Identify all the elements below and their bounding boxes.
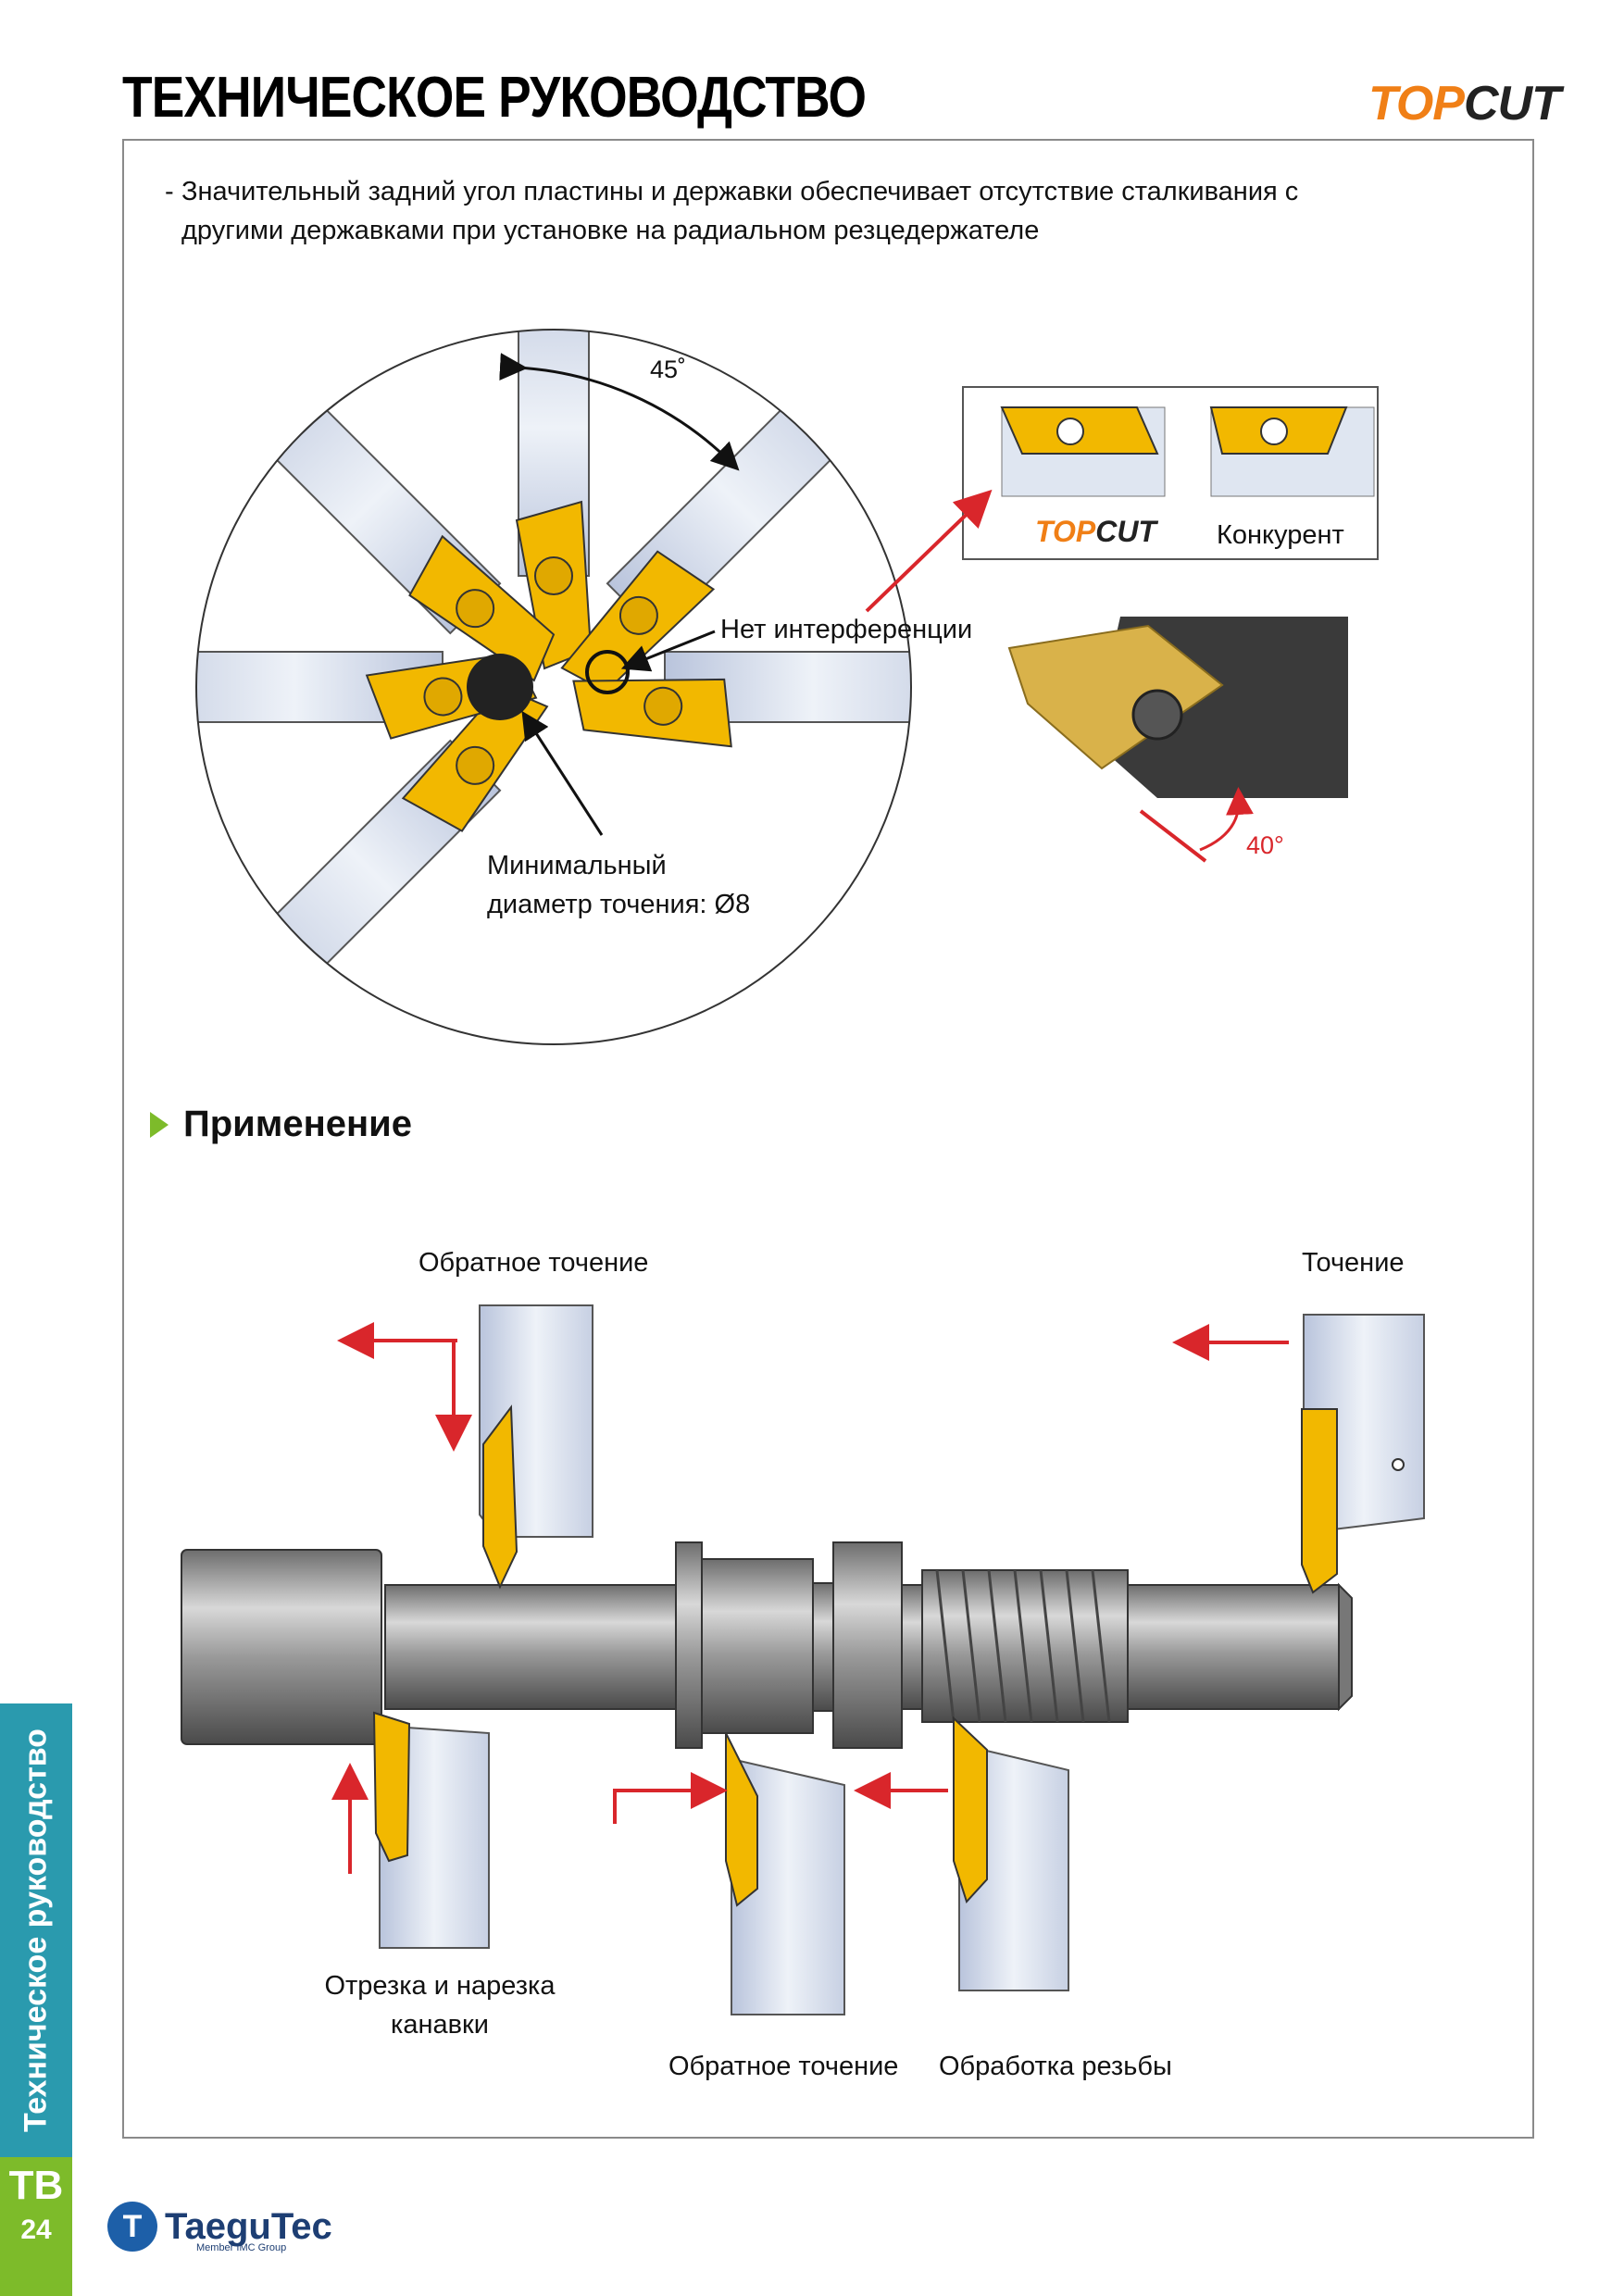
angle-40-label: 40° xyxy=(1246,831,1284,859)
turning-label: Точение xyxy=(1302,1248,1405,1278)
tool-threading xyxy=(854,1716,1069,1991)
sidebar-tab-text: Техническое руководство xyxy=(18,1728,54,2132)
tool-turning xyxy=(1172,1314,1425,1594)
back-turning-bottom-label: Обратное точение xyxy=(668,2052,899,2081)
compare-logo-cut: CUT xyxy=(1095,515,1156,548)
topcut-logo: TOPCUT xyxy=(1368,76,1561,131)
taegutec-mark-icon: T xyxy=(107,2202,157,2252)
parting-line-1: Отрезка и нарезка xyxy=(324,1971,556,2001)
taegutec-logo: T TaeguTec Member IMC Group xyxy=(107,2202,332,2253)
tool-parting xyxy=(331,1711,490,1949)
insert-comparison xyxy=(865,386,1379,613)
min-diameter-line-2: диаметр точения: Ø8 xyxy=(487,890,751,919)
section-heading: Применение xyxy=(150,1104,412,1145)
holder-photo xyxy=(1007,617,1348,863)
turret-diagram xyxy=(195,329,912,1045)
logo-part-top: TOP xyxy=(1368,77,1465,131)
threading-label: Обработка резьбы xyxy=(939,2052,1172,2081)
content-frame xyxy=(122,139,1534,2139)
parting-label: Отрезка и нарезка канавки xyxy=(306,1966,574,2044)
company-tagline: Member IMC Group xyxy=(196,2242,287,2253)
page-number: 24 xyxy=(20,2215,52,2245)
compare-logo-top: TOP xyxy=(1035,515,1096,548)
min-diameter-line-1: Минимальный xyxy=(487,851,667,880)
no-interference-label: Нет интерференции xyxy=(720,615,973,644)
tool-back-turning-bottom xyxy=(613,1732,845,2015)
intro-text: -Значительный задний угол пластины и дер… xyxy=(165,172,1461,250)
tool-back-turning-top xyxy=(337,1304,593,1590)
company-name: TaeguTec xyxy=(165,2205,332,2247)
min-diameter-label: Минимальный диаметр точения: Ø8 xyxy=(487,846,750,924)
triangle-bullet-icon xyxy=(150,1111,169,1138)
intro-line-2: другими державками при установке на ради… xyxy=(181,216,1040,245)
page-code-box: TB 24 xyxy=(0,2157,72,2296)
section-heading-text: Применение xyxy=(183,1104,413,1144)
parting-line-2: канавки xyxy=(391,2010,489,2040)
logo-part-cut: CUT xyxy=(1463,77,1561,131)
page-title: ТЕХНИЧЕСКОЕ РУКОВОДСТВО xyxy=(122,66,867,130)
intro-line-1: Значительный задний угол пластины и держ… xyxy=(181,177,1299,206)
sidebar-tab xyxy=(0,1703,72,2157)
bullet-dash: - xyxy=(165,177,174,206)
compare-topcut-logo: TOPCUT xyxy=(1035,515,1156,549)
page-code: TB xyxy=(8,2163,64,2208)
competitor-label: Конкурент xyxy=(1217,520,1344,550)
angle-45-label: 45˚ xyxy=(650,356,687,383)
workpiece xyxy=(181,1541,1353,1749)
back-turning-top-label: Обратное точение xyxy=(418,1248,649,1278)
